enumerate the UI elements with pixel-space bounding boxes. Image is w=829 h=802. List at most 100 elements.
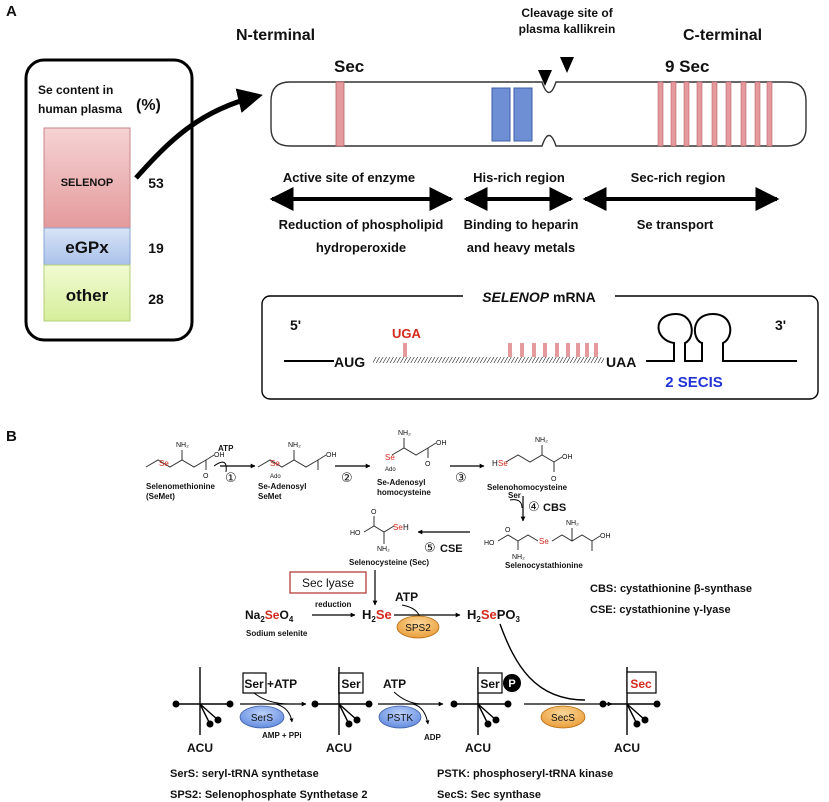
sers-curve-in bbox=[253, 692, 291, 705]
nine-sec-residues bbox=[657, 81, 773, 147]
sct-ho: HO bbox=[484, 540, 495, 547]
region2-title: His-rich region bbox=[473, 170, 565, 185]
sepo3-to-secs-curve bbox=[499, 623, 586, 701]
sct-oh: OH bbox=[600, 533, 611, 540]
trna2-dot-arm2 bbox=[345, 720, 353, 728]
trna3-ser-box bbox=[477, 672, 503, 694]
legend-pstk: PSTK: phosphoseryl-tRNA kinase bbox=[437, 768, 613, 780]
sec-lyase-label: Sec lyase bbox=[302, 576, 354, 590]
step4-num: ④ bbox=[528, 499, 540, 514]
trna4-dot-left bbox=[599, 700, 607, 708]
bar-selenop-value: 53 bbox=[148, 175, 164, 191]
semet-se: Se bbox=[159, 459, 169, 468]
legend-sers: SerS: seryl-tRNA synthetase bbox=[170, 768, 319, 780]
trna2-ser: Ser bbox=[341, 677, 361, 691]
sahc-name2: homocysteine bbox=[377, 488, 431, 497]
semet-name2: (SeMet) bbox=[146, 492, 175, 501]
trna3-dot-left bbox=[450, 700, 458, 708]
mrna-box bbox=[261, 295, 819, 400]
trna1-dot-arm1 bbox=[214, 716, 222, 724]
trna2-ser-box bbox=[338, 672, 364, 694]
shc-se: Se bbox=[498, 459, 508, 468]
pstk-enzyme bbox=[378, 705, 422, 729]
nine-sec-label: 9 Sec bbox=[665, 57, 709, 76]
n-terminal-label: N-terminal bbox=[236, 27, 315, 44]
bar-egpx-label: eGPx bbox=[65, 238, 109, 257]
shc-oh: OH bbox=[562, 454, 573, 461]
step4-ser: Ser bbox=[508, 491, 521, 500]
sec-codon-marks bbox=[508, 343, 598, 357]
trna3-dot-arm1 bbox=[492, 716, 500, 724]
mrna-coding bbox=[373, 357, 604, 363]
sec-o: O bbox=[371, 509, 377, 516]
his-block-2 bbox=[513, 87, 533, 142]
sec-lyase-box bbox=[289, 571, 367, 594]
trna4-sec-box bbox=[626, 671, 657, 694]
cleavage-line2: plasma kallikrein bbox=[519, 22, 616, 36]
bar-selenop-label: SELENOP bbox=[61, 177, 114, 189]
mrna-title-bg bbox=[463, 288, 615, 306]
step1-atp: ATP bbox=[218, 444, 234, 453]
sasm-ado: Ado bbox=[270, 474, 281, 480]
cleavage-marker-1 bbox=[538, 70, 552, 86]
trna3-ser: Ser bbox=[480, 677, 500, 691]
sahc-o: O bbox=[425, 461, 431, 468]
bar-selenop bbox=[43, 127, 131, 229]
bar-other bbox=[43, 264, 131, 322]
step4-cbs: CBS bbox=[543, 502, 566, 514]
trna2-dot-right bbox=[365, 700, 373, 708]
box-title-line2: human plasma bbox=[38, 102, 122, 116]
sasm-name2: SeMet bbox=[258, 492, 282, 501]
trna3-dot-arm2 bbox=[484, 720, 492, 728]
legend-cse: CSE: cystathionine γ-lyase bbox=[590, 604, 731, 616]
box-title-pct: (%) bbox=[136, 97, 161, 114]
five-prime: 5' bbox=[290, 317, 301, 333]
region2-desc1: Binding to heparin bbox=[464, 217, 579, 232]
region3-desc1: Se transport bbox=[637, 217, 714, 232]
h2sepo3: H2SePO3 bbox=[467, 607, 521, 624]
na2seo4: Na2SeO4 bbox=[245, 608, 294, 624]
step4-curve bbox=[509, 499, 523, 509]
his-block-1 bbox=[491, 87, 511, 142]
selenomethionine-structure bbox=[145, 450, 215, 470]
step5-cse: CSE bbox=[440, 543, 463, 555]
secis-label: 2 SECIS bbox=[665, 374, 723, 391]
step1-num: ① bbox=[225, 470, 237, 485]
adp: ADP bbox=[424, 733, 442, 742]
sasm-se: Se bbox=[270, 459, 280, 468]
cleavage-line1: Cleavage site of bbox=[521, 6, 613, 20]
trna3-acu: ACU bbox=[465, 741, 491, 755]
sec-ho: HO bbox=[350, 530, 361, 537]
mrna-title: SELENOP mRNA bbox=[482, 289, 596, 305]
trna1-acu: ACU bbox=[187, 741, 213, 755]
amp-ppi: AMP + PPi bbox=[262, 731, 302, 740]
sec-residue bbox=[335, 81, 345, 147]
uaa-label: UAA bbox=[606, 354, 636, 370]
phosphate-label: P bbox=[508, 678, 515, 690]
sahc-se: Se bbox=[385, 453, 395, 462]
sasm-oh: OH bbox=[326, 452, 337, 459]
panel-b-label: B bbox=[6, 428, 17, 445]
sahc-oh: OH bbox=[436, 440, 447, 447]
sers-label: SerS bbox=[251, 713, 274, 724]
step2-num: ② bbox=[341, 470, 353, 485]
c-terminal-label: C-terminal bbox=[683, 27, 762, 44]
three-prime: 3' bbox=[775, 317, 786, 333]
trna4-dot-right bbox=[653, 700, 661, 708]
trna1-dot-right bbox=[226, 700, 234, 708]
panel-a-label: A bbox=[6, 3, 17, 20]
secs-label: SecS bbox=[551, 713, 575, 724]
sasm-nh2: NH₂ bbox=[288, 442, 301, 449]
sec-se: Se bbox=[393, 523, 403, 532]
step5-num: ⑤ bbox=[424, 540, 436, 555]
trna1-dot-arm2 bbox=[206, 720, 214, 728]
pstk-atp: ATP bbox=[383, 677, 406, 691]
sct-o: O bbox=[505, 527, 511, 534]
trna4-dot-arm2 bbox=[633, 720, 641, 728]
sers-ser: Ser bbox=[244, 677, 264, 691]
region3-title: Sec-rich region bbox=[631, 170, 726, 185]
semet-o: O bbox=[203, 473, 209, 480]
h2se: H2Se bbox=[362, 607, 392, 624]
trna2-acu: ACU bbox=[326, 741, 352, 755]
selenohomocysteine-structure bbox=[505, 445, 563, 472]
